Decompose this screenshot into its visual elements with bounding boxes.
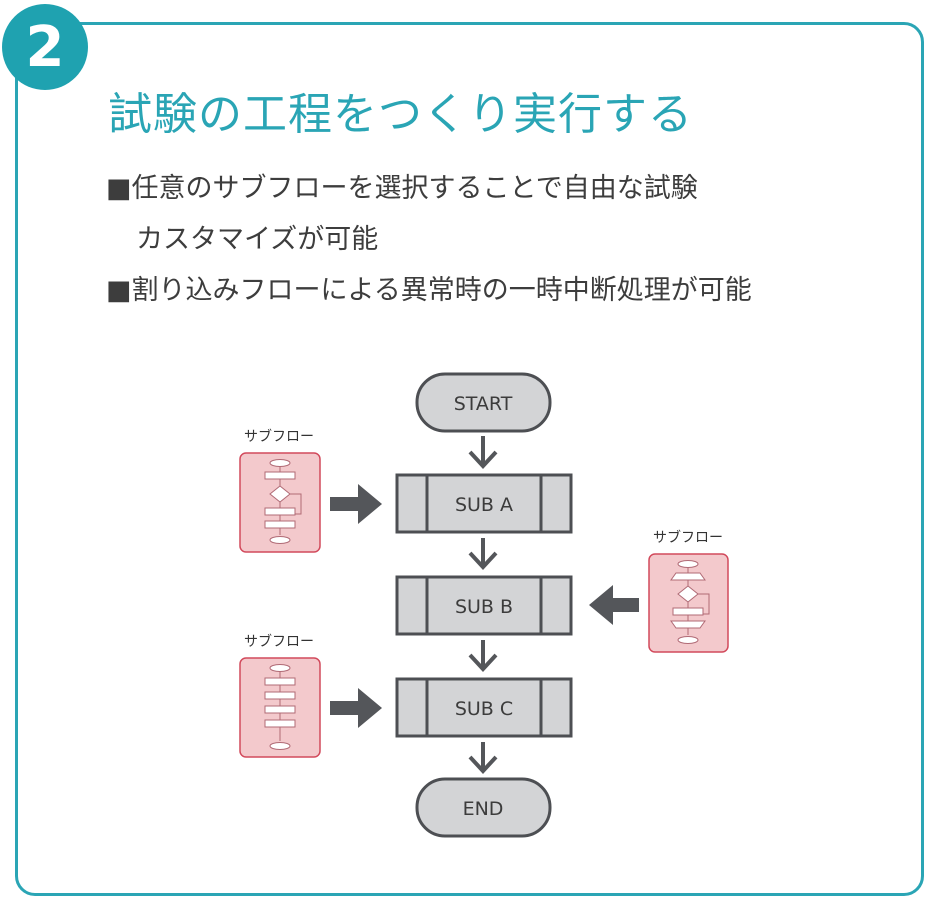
- sub-a-process: [395, 473, 573, 534]
- step-number-badge: 2: [2, 4, 88, 90]
- sub-a-label: SUB A: [455, 494, 513, 516]
- down-arrow-icon: [468, 742, 498, 774]
- start-label: START: [454, 393, 513, 415]
- down-arrow-icon: [468, 640, 498, 672]
- content-card: [15, 22, 924, 896]
- bullet-interrupt: ■割り込みフローによる異常時の一時中断処理が可能: [106, 275, 752, 306]
- sub-c-process: [395, 677, 573, 738]
- right-arrow-icon: [330, 688, 382, 728]
- subflow-label-2: サブフロー: [653, 529, 723, 546]
- down-arrow-icon: [468, 538, 498, 570]
- down-arrow-icon: [468, 436, 498, 469]
- start-terminal: [415, 372, 552, 433]
- sub-b-label: SUB B: [455, 596, 513, 618]
- subflow-thumbnail-2: [648, 553, 729, 653]
- sub-b-process: [395, 575, 573, 636]
- bullet-subflow-line1: ■任意のサブフローを選択することで自由な試験: [106, 173, 698, 204]
- bullet-subflow-line2: カスタマイズが可能: [136, 224, 379, 255]
- subflow-label-3: サブフロー: [244, 633, 314, 650]
- subflow-thumbnail-1: [239, 452, 321, 553]
- left-arrow-icon: [589, 585, 639, 625]
- subflow-thumbnail-3: [239, 657, 321, 758]
- section-title: 試験の工程をつくり実行する: [108, 89, 693, 140]
- end-terminal: [415, 777, 552, 838]
- end-label: END: [463, 798, 504, 820]
- sub-c-label: SUB C: [455, 698, 513, 720]
- right-arrow-icon: [330, 484, 382, 524]
- subflow-label-1: サブフロー: [244, 428, 314, 445]
